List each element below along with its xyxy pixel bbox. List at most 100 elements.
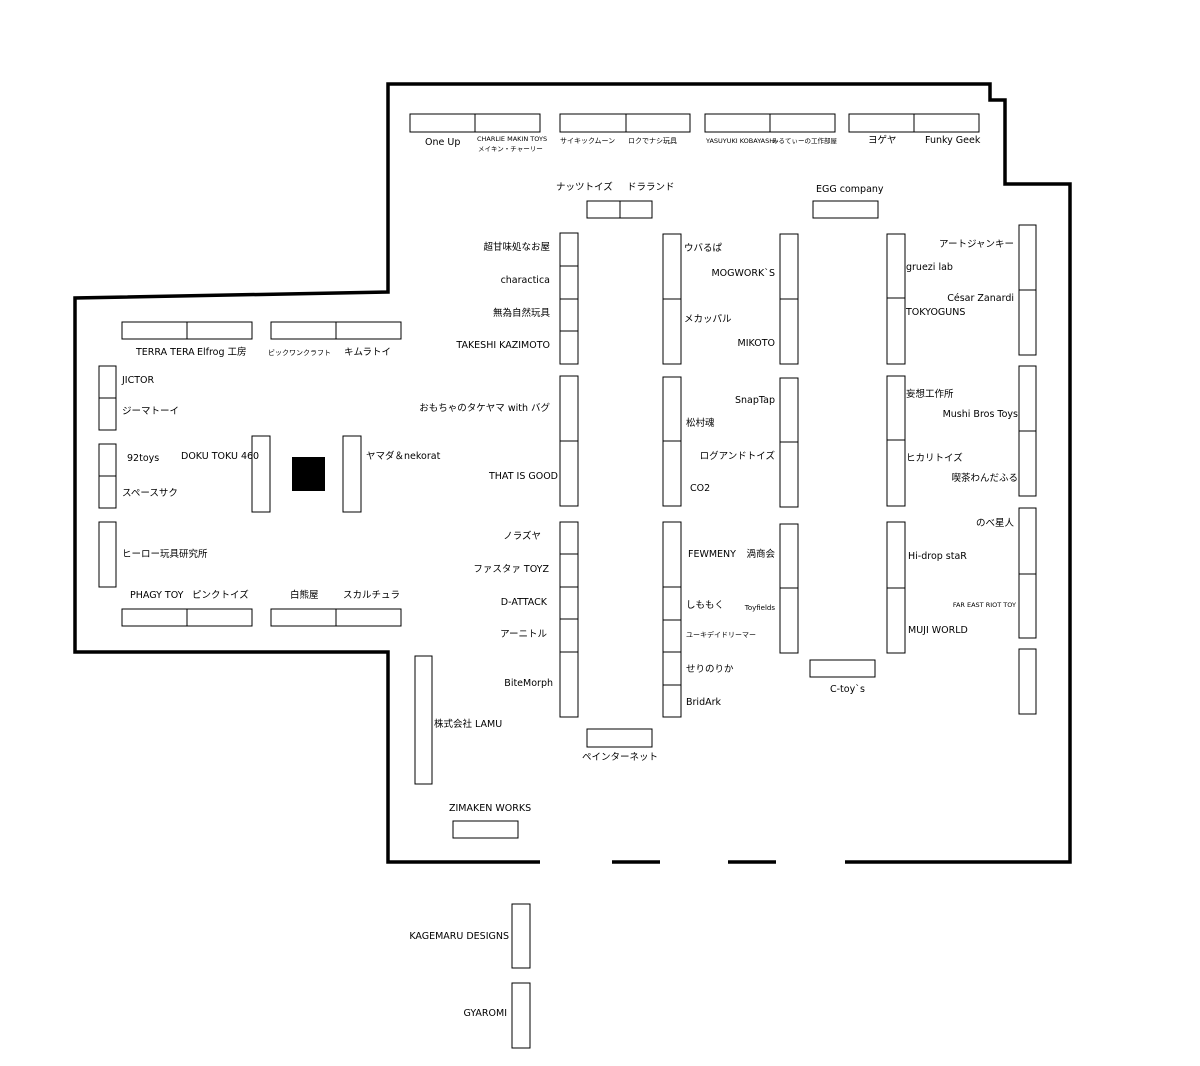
booth-table[interactable] [886, 297, 906, 365]
booth-label-phagy: PHAGY TOY [130, 590, 184, 601]
booth-table[interactable] [452, 820, 519, 839]
booth-table[interactable] [586, 200, 621, 219]
booth-label-far-east: FAR EAST RIOT TOY [952, 601, 1016, 609]
booth-label-jictor: JICTOR [122, 375, 155, 386]
booth-table[interactable] [270, 321, 337, 340]
booth-label-kagemaru: KAGEMARU DESIGNS [409, 931, 509, 942]
booth-table[interactable] [414, 655, 433, 785]
booth-table[interactable] [704, 113, 771, 133]
booth-table[interactable] [121, 608, 188, 627]
booth-table[interactable] [913, 113, 980, 133]
booth-label-shimomoku: しももく [686, 600, 725, 611]
booth-label-elfrog: Elfrog 工房 [197, 347, 247, 358]
booth-label-matsumura: 松村魂 [686, 418, 715, 429]
booth-label-log-and-toys: ログアンドトイズ [699, 451, 775, 462]
booth-table[interactable] [98, 443, 117, 477]
booth-table[interactable] [559, 586, 579, 620]
booth-label-that-is-good: THAT IS GOOD [488, 471, 558, 482]
booth-table[interactable] [586, 728, 653, 748]
booth-label-mechapal: メカッパル [684, 314, 732, 325]
booth-table[interactable] [662, 376, 682, 442]
booth-table[interactable] [559, 521, 579, 555]
booth-table[interactable] [1018, 365, 1037, 432]
booth-label-mui-shizen: 無為自然玩具 [492, 308, 550, 319]
booth-label-kimura: キムラトイ [344, 347, 392, 358]
booth-table[interactable] [559, 298, 579, 332]
booth-table[interactable] [1018, 430, 1037, 497]
booth-table[interactable] [812, 200, 879, 219]
booth-label-doraland: ドラランド [627, 182, 675, 193]
booth-table[interactable] [886, 375, 906, 441]
booth-label-hidrop: Hi-drop staR [908, 551, 967, 562]
booth-table[interactable] [559, 375, 579, 442]
booth-table[interactable] [886, 439, 906, 507]
booth-table[interactable] [619, 200, 653, 219]
booth-label-takeshi: TAKESHI KAZIMOTO [456, 340, 550, 351]
booth-table[interactable] [1018, 224, 1037, 291]
booth-table[interactable] [270, 608, 337, 627]
booth-table[interactable] [662, 298, 682, 365]
booth-table[interactable] [559, 113, 627, 133]
booth-table[interactable] [779, 233, 799, 300]
booth-table[interactable] [335, 608, 402, 627]
booth-table[interactable] [848, 113, 915, 133]
booth-label-shirokuma: 白熊屋 [290, 590, 319, 601]
booth-table[interactable] [779, 441, 799, 508]
booth-table[interactable] [809, 659, 876, 678]
booth-label-mushi-bros: Mushi Bros Toys [942, 409, 1018, 420]
booth-table[interactable] [662, 586, 682, 621]
booth-label-doku-toku: DOKU TOKU 460 [181, 451, 260, 462]
booth-table[interactable] [186, 321, 253, 340]
booth-table[interactable] [662, 684, 682, 718]
booth-table[interactable] [779, 587, 799, 654]
booth-table[interactable] [886, 521, 906, 589]
booth-table[interactable] [886, 233, 906, 299]
booth-label-gma-toy: ジーマトーイ [122, 406, 180, 417]
booth-table[interactable] [559, 553, 579, 588]
booth-table[interactable] [886, 587, 906, 654]
booth-label-funky-geek: Funky Geek [925, 135, 981, 146]
booth-table[interactable] [662, 440, 682, 507]
booth-table[interactable] [342, 435, 362, 513]
pillar [292, 457, 325, 491]
booth-table[interactable] [121, 321, 188, 340]
booth-table[interactable] [186, 608, 253, 627]
booth-table[interactable] [662, 619, 682, 653]
booth-label-terra-tera: TERRA TERA [136, 347, 195, 358]
booth-table[interactable] [769, 113, 836, 133]
booth-label-lamu: 株式会社 LAMU [434, 719, 503, 730]
booth-table[interactable] [98, 475, 117, 509]
booth-label-charlie-makin-jp: メイキン・チャーリー [478, 145, 543, 153]
booth-table[interactable] [779, 377, 799, 443]
booth-table[interactable] [662, 651, 682, 686]
booth-table[interactable] [559, 651, 579, 718]
booth-table[interactable] [662, 233, 682, 300]
booth-table[interactable] [662, 521, 682, 588]
booth-table[interactable] [779, 298, 799, 365]
booth-table[interactable] [1018, 289, 1037, 356]
booth-label-fewmeny: FEWMENY [688, 549, 736, 560]
booth-table[interactable] [1018, 507, 1037, 575]
booth-table[interactable] [251, 435, 271, 513]
booth-label-c-toys: C-toy`s [830, 684, 865, 695]
booth-table[interactable] [559, 265, 579, 300]
booth-table[interactable] [559, 232, 579, 267]
booth-table[interactable] [1018, 648, 1037, 715]
booth-table[interactable] [98, 365, 117, 399]
booth-table[interactable] [474, 113, 541, 133]
booth-table[interactable] [511, 903, 531, 969]
booth-table[interactable] [98, 397, 117, 431]
booth-table[interactable] [625, 113, 691, 133]
booth-table[interactable] [559, 440, 579, 507]
booth-table[interactable] [559, 330, 579, 365]
booth-table[interactable] [559, 618, 579, 653]
outer-wall [73, 82, 1072, 864]
booth-table[interactable] [779, 523, 799, 589]
booth-table[interactable] [409, 113, 476, 133]
booth-table[interactable] [98, 521, 117, 588]
booth-label-serinorika: せりのりか [686, 664, 734, 675]
booth-table[interactable] [511, 982, 531, 1049]
booth-label-toyfields: Toyfields [744, 604, 775, 612]
booth-table[interactable] [335, 321, 402, 340]
booth-table[interactable] [1018, 573, 1037, 639]
